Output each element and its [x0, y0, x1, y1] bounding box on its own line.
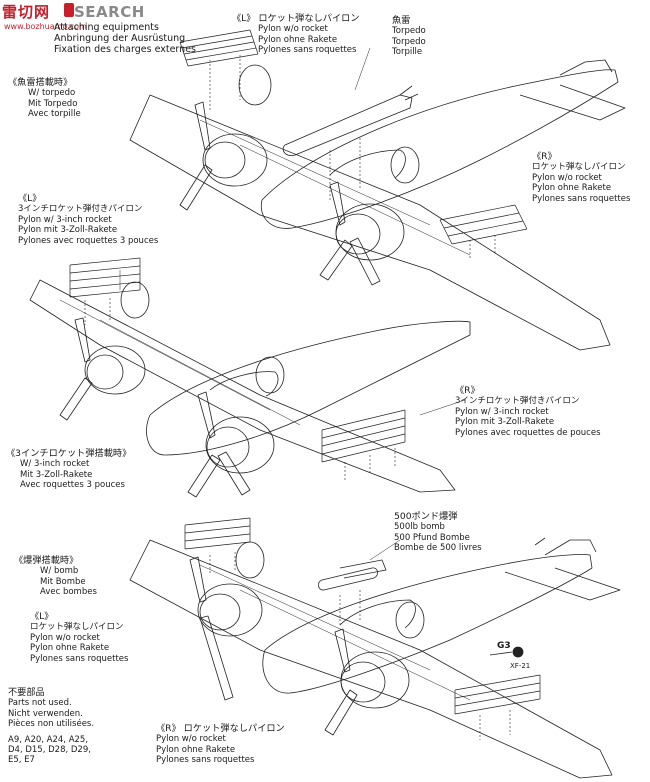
label-line: Pylones sans roquettes: [30, 653, 129, 664]
label-line: W/ bomb: [40, 566, 79, 577]
label-line: Bombe de 500 livres: [394, 543, 482, 554]
label-line: Pylones avec roquettes 3 pouces: [18, 235, 159, 246]
label-line: ロケット弾なしパイロン: [30, 622, 124, 633]
label-line: W/ torpedo: [28, 88, 76, 99]
label-line: Pylon ohne Rakete: [532, 183, 612, 194]
label-line: Mit Bombe: [40, 576, 86, 587]
label-title: 《R》: [532, 151, 557, 162]
label-title: 《L》: [30, 611, 54, 622]
watermark-mark-icon: [64, 3, 74, 17]
label-title: 《3インチロケット弾搭載時》: [6, 448, 132, 459]
label-line: Pylon w/ 3-inch rocket: [18, 214, 112, 225]
label-line: Mit Torpedo: [28, 98, 78, 109]
label-line: Pylon mit 3-Zoll-Rakete: [455, 417, 555, 428]
label-bomb-part: 500ポンド爆弾 500lb bomb 500 Pfund Bombe Bomb…: [394, 511, 482, 554]
aircraft-rocket-drawing: [29, 257, 471, 498]
label-line: 500 Pfund Bombe: [394, 532, 470, 543]
watermark-url: www.bozhuamo.com: [4, 22, 87, 31]
label-line: 3インチロケット弾付きパイロン: [18, 204, 143, 215]
label-parts-not-used: 不要部品 Parts not used. Nicht verwenden. Pi…: [8, 687, 95, 766]
label-bomb-setup: 《爆弾搭載時》 W/ bomb Mit Bombe Avec bombes: [14, 555, 97, 598]
label-line: Torpedo: [392, 26, 426, 37]
label-line: Pylon ohne Rakete: [30, 643, 110, 654]
header-text: Attaching equipments Anbringung der Ausr…: [54, 22, 196, 55]
label-line: 500lb bomb: [394, 522, 445, 533]
paint-callout-xf21: XF-21: [510, 662, 531, 670]
label-line: A9, A20, A24, A25,: [8, 734, 89, 745]
label-line: Parts not used.: [8, 698, 72, 709]
watermark-en: SEARCH: [74, 3, 145, 21]
header-line: Fixation des charges externes: [54, 44, 196, 55]
label-line: Pylones avec roquettes de pouces: [455, 427, 601, 438]
aircraft-torpedo-drawing: [129, 29, 626, 351]
label-title: 《魚雷搭載時》: [8, 77, 73, 88]
label-line: Pylon w/o rocket: [258, 24, 328, 35]
label-title: 500ポンド爆弾: [394, 511, 458, 522]
label-line: Pylon w/o rocket: [156, 734, 226, 745]
label-right-rocket-pylon: 《R》 3インチロケット弾付きパイロン Pylon w/ 3-inch rock…: [455, 385, 601, 438]
label-line: W/ 3-inch rocket: [20, 459, 90, 470]
label-line: Avec bombes: [40, 587, 97, 598]
label-line: 3インチロケット弾付きパイロン: [455, 396, 580, 407]
label-line: Avec torpille: [28, 109, 81, 120]
aircraft-bomb-drawing: [129, 517, 621, 779]
label-title: 《爆弾搭載時》: [14, 555, 79, 566]
watermark-cn: 雷切网: [2, 3, 51, 21]
header-line: Attaching equipments: [54, 22, 159, 33]
label-title: 《R》 ロケット弾なしパイロン: [156, 723, 285, 734]
label-top-left-pylon: 《L》 ロケット弾なしパイロン Pylon w/o rocket Pylon o…: [232, 13, 360, 56]
label-line: Pylon ohne Rakete: [258, 34, 338, 45]
label-title: 不要部品: [8, 687, 45, 698]
label-torpedo-setup: 《魚雷搭載時》 W/ torpedo Mit Torpedo Avec torp…: [8, 77, 81, 120]
header-line: Anbringung der Ausrüstung: [54, 33, 186, 44]
label-line: Pylon w/o rocket: [30, 632, 100, 643]
label-line: Pylones sans roquettes: [532, 193, 631, 204]
part-callout-g3: G3: [497, 641, 511, 651]
label-line: Nicht verwenden.: [8, 708, 83, 719]
label-line: Pylon ohne Rakete: [156, 744, 236, 755]
watermark-logo: 雷切网 SEARCH www.bozhuamo.com: [0, 0, 160, 40]
label-left-pylon-3: 《L》 ロケット弾なしパイロン Pylon w/o rocket Pylon o…: [30, 611, 129, 664]
label-title: 《R》: [455, 385, 480, 396]
label-rocket-setup: 《3インチロケット弾搭載時》 W/ 3-inch rocket Mit 3-Zo…: [6, 448, 132, 491]
label-line: Pièces non utilisées.: [8, 719, 95, 730]
label-title: 《L》: [18, 193, 42, 204]
label-line: Pylon w/o rocket: [532, 172, 602, 183]
label-title: 魚雷: [392, 15, 411, 26]
label-line: Torpille: [392, 47, 423, 58]
label-line: Avec roquettes 3 pouces: [20, 480, 125, 491]
label-left-rocket-pylon: 《L》 3インチロケット弾付きパイロン Pylon w/ 3-inch rock…: [18, 193, 159, 246]
label-line: Pylon mit 3-Zoll-Rakete: [18, 225, 118, 236]
label-line: Pylones sans roquettes: [258, 45, 357, 56]
label-line: E5, E7: [8, 755, 35, 766]
label-right-pylon-3: 《R》 ロケット弾なしパイロン Pylon w/o rocket Pylon o…: [156, 723, 285, 766]
label-right-pylon-1: 《R》 ロケット弾なしパイロン Pylon w/o rocket Pylon o…: [532, 151, 631, 204]
label-line: Mit 3-Zoll-Rakete: [20, 469, 93, 480]
label-title: 《L》 ロケット弾なしパイロン: [232, 13, 360, 24]
label-line: Pylones sans roquettes: [156, 755, 255, 766]
label-line: Torpedo: [392, 36, 426, 47]
label-line: Pylon w/ 3-inch rocket: [455, 406, 549, 417]
label-line: ロケット弾なしパイロン: [532, 162, 626, 173]
label-line: D4, D15, D28, D29,: [8, 745, 91, 756]
label-torpedo-part: 魚雷 Torpedo Torpedo Torpille: [392, 15, 426, 58]
